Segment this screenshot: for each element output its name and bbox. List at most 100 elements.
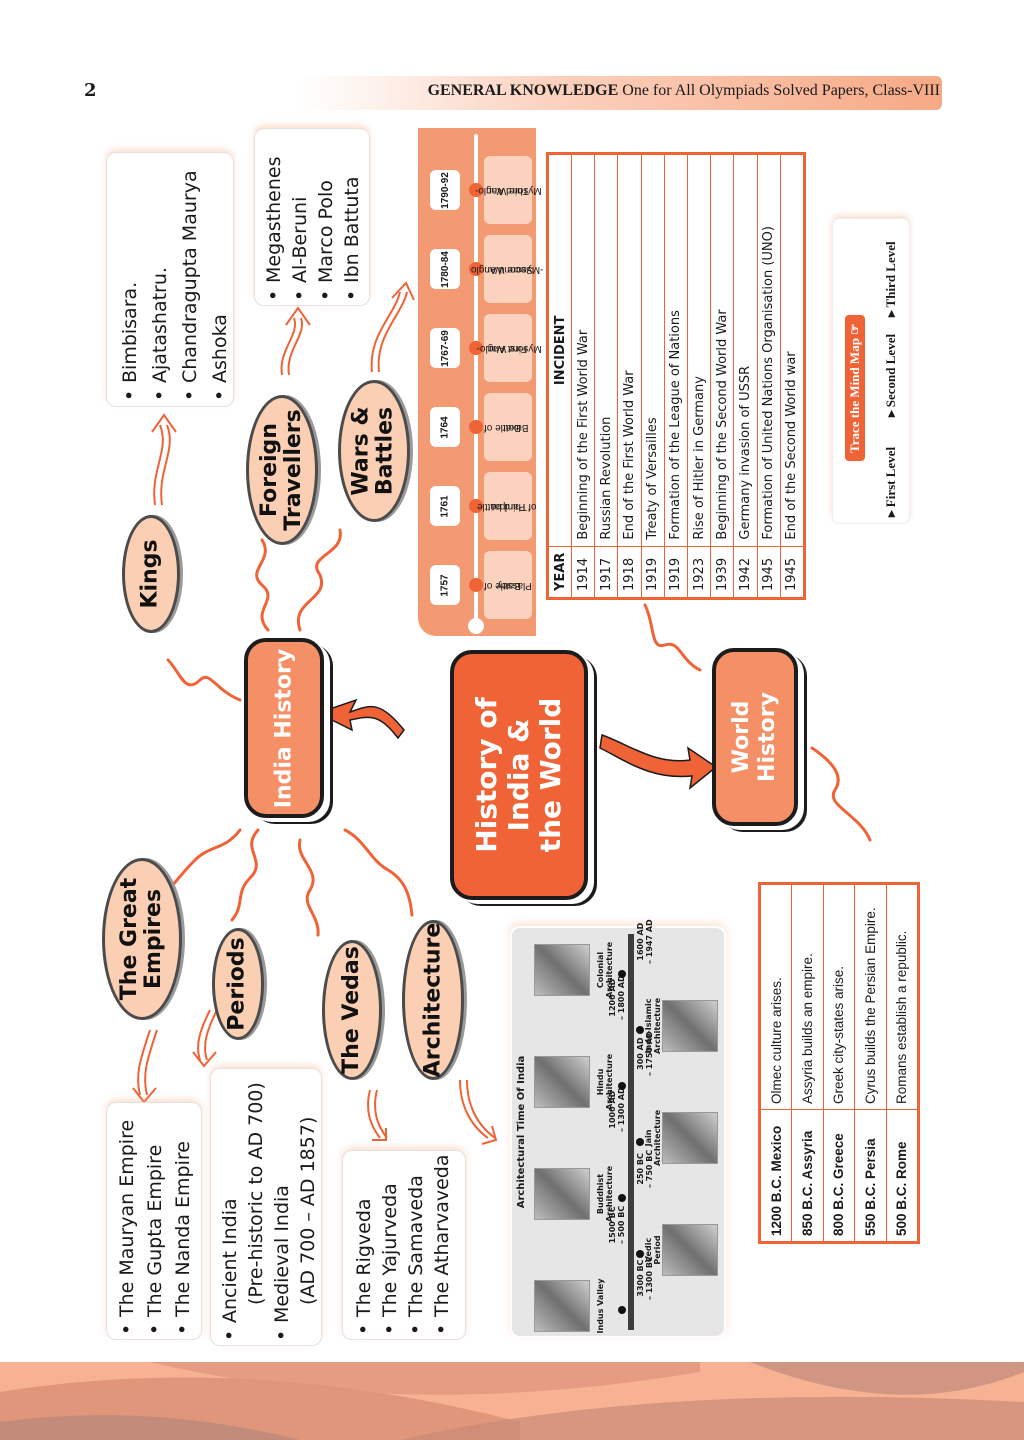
node-kings: Kings <box>122 515 180 633</box>
list-item: Ancient India <box>217 1073 243 1341</box>
squiggle-arrow-kings <box>166 658 242 702</box>
incident-cell: End of the Second World war <box>780 154 804 547</box>
era-dot <box>618 970 626 978</box>
incident-cell: Rise of Hitler in Germany <box>687 154 711 547</box>
architecture-title: Architectural Time Of India <box>516 1055 527 1209</box>
timeline-start-dot <box>468 618 484 634</box>
legend-second-level: ▸ Second Level <box>883 333 898 417</box>
incident-cell: Germany invasion of USSR <box>733 154 757 547</box>
incident-cell: Beginning of the First World War <box>571 154 595 547</box>
era-dot <box>636 1250 644 1258</box>
decorative-footer <box>0 1362 1024 1440</box>
timeline-dot <box>469 578 483 592</box>
year-cell: 1923 <box>687 546 711 598</box>
era-dot <box>618 1082 626 1090</box>
double-arrow-empires <box>132 1029 158 1104</box>
running-header: GENERAL KNOWLEDGE One for All Olympiads … <box>428 82 940 100</box>
architecture-axis <box>628 934 634 1330</box>
event-cell: Greek city-states arise. <box>823 884 855 1110</box>
list-item: The Mauryan Empire <box>113 1107 141 1335</box>
squiggle-arrow-ancient <box>810 746 872 842</box>
incident-cell: Formation of the League of Nations <box>664 154 688 547</box>
kings-list-box: Bimbisara. Ajatashatru. Chandragupta Mau… <box>106 152 234 407</box>
timeline-dot <box>469 262 483 276</box>
event-cell: Assyria builds an empire. <box>791 884 824 1110</box>
list-item: Chandragupta Maurya <box>175 161 205 401</box>
list-item: Megasthenes <box>261 133 287 301</box>
header-band <box>300 76 942 110</box>
list-item: The Nanda Empire <box>169 1107 197 1335</box>
squiggle-arrow-vedas <box>297 838 320 937</box>
list-item: The Yajurveda <box>377 1153 403 1335</box>
vedas-list-box: The Rigveda The Yajurveda The Samaveda T… <box>342 1150 466 1340</box>
node-architecture: Architecture <box>402 920 464 1080</box>
year-cell: 1918 <box>617 546 642 598</box>
list-item: Medieval India <box>269 1073 295 1341</box>
timeline-year: 1761 <box>430 486 460 526</box>
list-item: The Rigveda <box>351 1153 377 1335</box>
arrow-central-to-world <box>599 733 718 790</box>
timeline-dot <box>469 420 483 434</box>
squiggle-arrow-wars <box>296 528 342 632</box>
list-item: The Gupta Empire <box>141 1107 169 1335</box>
era-style-label: Jain Architecture <box>644 1109 662 1166</box>
double-arrow-foreign <box>280 306 311 376</box>
list-item: Marco Polo <box>313 133 339 301</box>
legend-third-level: ▸ Third Level <box>883 241 898 317</box>
squiggle-arrow-architecture <box>343 828 414 917</box>
list-item: Ibn Battuta <box>339 133 365 301</box>
timeline-year: 1767-69 <box>430 328 460 368</box>
event-cell: Cyrus builds the Persian Empire. <box>854 884 887 1110</box>
architecture-photo <box>534 1168 590 1220</box>
page-number: 2 <box>84 80 97 101</box>
era-style-label: Colonial Architecture <box>596 941 614 998</box>
mind-map-legend: Trace the Mind Map ☞ ▸ First Level ▸ Sec… <box>832 218 910 524</box>
column-header-incident: INCIDENT <box>548 154 572 547</box>
double-arrow-wars <box>370 281 415 373</box>
era-cell: 550 B.C. Persia <box>854 1109 887 1242</box>
architecture-photo <box>662 1000 718 1052</box>
list-item: The Samaveda <box>403 1153 429 1335</box>
incident-cell: Russian Revolution <box>594 154 618 547</box>
incident-cell: Formation of United Nations Organisation… <box>757 154 781 547</box>
list-item: (AD 700 – AD 1857) <box>297 1116 319 1305</box>
squiggle-arrow-foreign <box>255 538 270 632</box>
great-empires-list-box: The Mauryan Empire The Gupta Empire The … <box>106 1102 202 1340</box>
list-item: The Atharvaveda <box>429 1153 455 1335</box>
incident-cell: Treaty of Versailles <box>641 154 665 547</box>
double-arrow-periods <box>192 1009 218 1068</box>
era-style-label: Indus Valley <box>596 1278 605 1334</box>
year-cell: 1917 <box>594 546 618 598</box>
column-header-year: YEAR <box>548 546 572 598</box>
era-style-label: Vedic Period <box>644 1235 662 1265</box>
architecture-photo <box>534 1056 590 1108</box>
foreign-travellers-list-box: Megasthenes Al-Beruni Marco Polo Ibn Bat… <box>254 128 370 306</box>
architecture-photo <box>534 1280 590 1332</box>
architecture-photo <box>534 944 590 996</box>
timeline-dot <box>469 183 483 197</box>
legend-title: Trace the Mind Map ☞ <box>845 315 865 461</box>
year-cell: 1939 <box>710 546 734 598</box>
double-arrow-kings <box>151 413 177 506</box>
year-cell: 1919 <box>641 546 665 598</box>
architecture-photo <box>662 1224 718 1276</box>
